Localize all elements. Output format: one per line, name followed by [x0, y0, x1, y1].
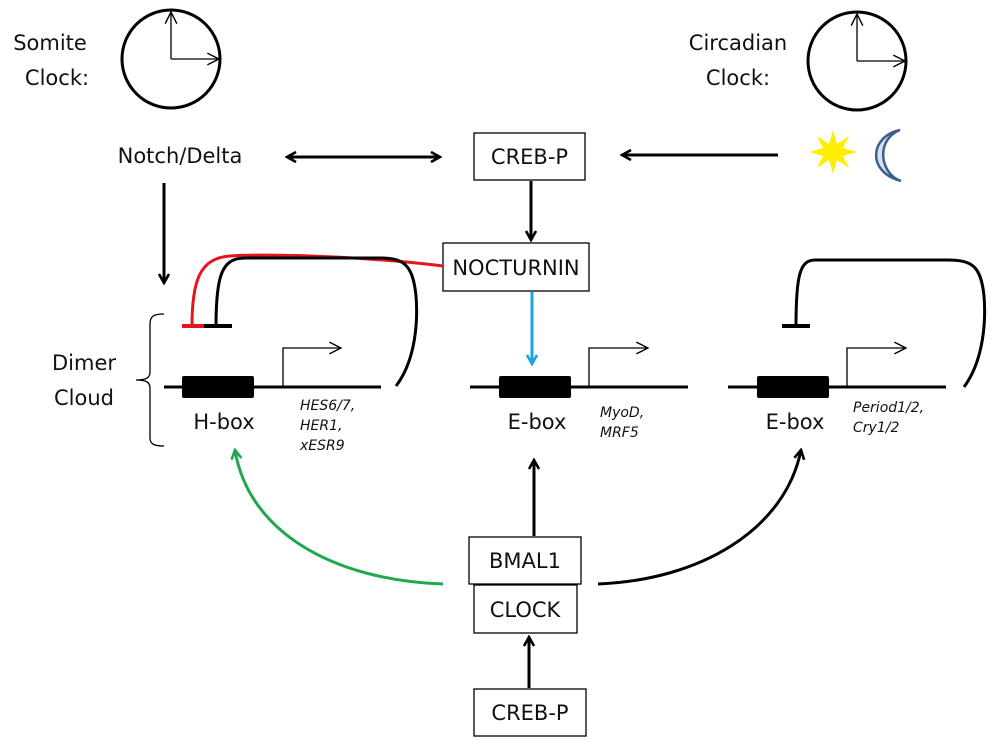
dimer-cloud-brace [135, 313, 165, 447]
sun-icon [809, 130, 857, 174]
somite-clock-icon [120, 8, 222, 110]
circadian-clock-icon [806, 10, 908, 112]
creb-p-top-label: CREB-P [491, 145, 568, 169]
hbox-gene-3: xESR9 [299, 438, 345, 454]
promoter-hbox [164, 348, 381, 398]
period-feedback-loop [794, 258, 987, 388]
transcription-start-arrow [282, 348, 341, 387]
bmal1-label: BMAL1 [489, 549, 561, 573]
ebox-myod-gene-1: MyoD, [600, 405, 644, 421]
transcription-start-arrow [846, 348, 906, 387]
nocturnin-inhibition-line [190, 253, 444, 327]
hbox-gene-2: HER1, [300, 418, 342, 434]
bmal-clock-to-period-ebox-arrow [597, 450, 801, 586]
creb-p-bottom-box [473, 688, 587, 737]
hbox-gene-1: HES6/7, [300, 398, 355, 414]
somite-clock-label-1: Somite [13, 31, 87, 55]
ebox-period-gene-2: Cry1/2 [853, 420, 899, 436]
clock-label: CLOCK [490, 598, 562, 622]
nocturnin-box [442, 242, 590, 292]
ebox-myod-label: E-box [508, 410, 567, 434]
moon-icon [874, 128, 902, 183]
circadian-clock-label-2: Clock: [706, 66, 770, 90]
ebox-element [757, 376, 829, 398]
promoter-ebox-period [728, 348, 946, 398]
ebox-element [499, 376, 571, 398]
hbox-element [182, 376, 254, 398]
bmal-clock-to-hbox-arrow [235, 450, 444, 586]
creb-p-bottom-label: CREB-P [491, 701, 568, 725]
bmal1-box [468, 536, 582, 585]
hbox-label: H-box [193, 410, 254, 434]
creb-p-top-box [473, 132, 586, 181]
hbox-feedback-loop [214, 256, 419, 387]
circadian-clock-label-1: Circadian [689, 31, 787, 55]
dimer-cloud-label-1: Dimer [52, 351, 116, 375]
promoter-ebox-myod [470, 348, 688, 398]
dimer-cloud-label-2: Cloud [54, 386, 114, 410]
somite-clock-label-2: Clock: [25, 66, 89, 90]
transcription-start-arrow [588, 348, 648, 387]
notch-delta-label: Notch/Delta [118, 144, 243, 168]
ebox-period-gene-1: Period1/2, [853, 400, 924, 416]
ebox-period-label: E-box [766, 410, 825, 434]
nocturnin-label: NOCTURNIN [452, 256, 579, 280]
clock-box [473, 584, 578, 634]
ebox-myod-gene-2: MRF5 [600, 425, 639, 441]
